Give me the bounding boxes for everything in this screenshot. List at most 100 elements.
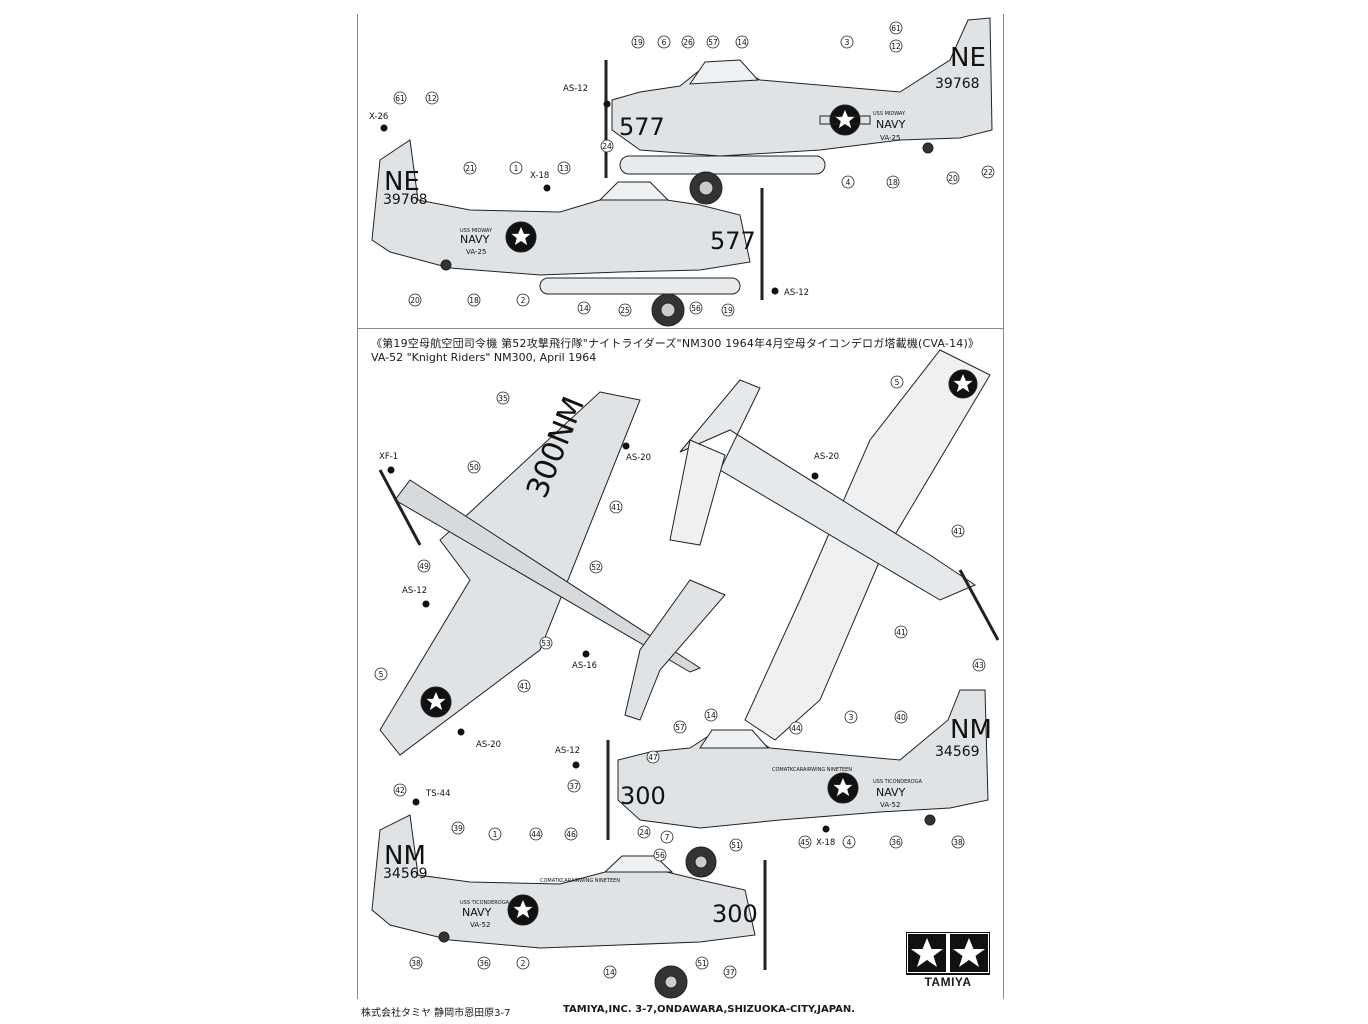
callout-ac1-4: 14 <box>737 38 747 47</box>
callout-ac4-0: 5 <box>895 378 900 387</box>
modex-300-a: 300 <box>620 782 666 810</box>
callout-ac1-11: 20 <box>948 174 958 183</box>
aircraft-profile-nm300-left <box>371 814 767 999</box>
brand-name: TAMIYA <box>924 975 972 989</box>
callout-ac6-8: 2 <box>521 959 526 968</box>
callout-ac1-0: 19 <box>633 38 643 47</box>
callout-ac3-3: 52 <box>591 563 601 572</box>
callout-ac6-10: 51 <box>697 959 707 968</box>
ship-name-a: USS MIDWAY <box>873 111 906 117</box>
modex-577-b: 577 <box>710 227 756 255</box>
modex-577-a: 577 <box>619 113 665 141</box>
callout-ac2-11: 56 <box>691 304 701 313</box>
callout-ac2-9: 14 <box>579 304 589 313</box>
callout-ac5-6: 47 <box>648 753 658 762</box>
navy-text-b: NAVY <box>460 233 490 246</box>
modex-300-b: 300 <box>712 900 758 928</box>
ref-as20-a: AS-20 <box>626 453 651 463</box>
callout-ac1-9: 4 <box>846 178 851 187</box>
callout-ac1-10: 18 <box>888 178 898 187</box>
ref-as20-b: AS-20 <box>814 452 839 462</box>
tail-code-nm-b: NM <box>384 841 426 871</box>
callout-ac5-11: 45 <box>800 838 810 847</box>
left-border <box>357 14 358 999</box>
ref-x18-b: X-18 <box>816 838 835 848</box>
navy-text-d: NAVY <box>462 906 492 919</box>
callout-ac1-12: 22 <box>983 168 993 177</box>
callout-ac2-0: 61 <box>395 94 405 103</box>
callout-ac1-2: 26 <box>683 38 693 47</box>
ref-as12-b: AS-12 <box>784 288 809 298</box>
callout-ac5-7: 37 <box>569 782 579 791</box>
callout-ac3-2: 41 <box>611 503 621 512</box>
tail-code-nm-a: NM <box>950 715 992 745</box>
right-border <box>1003 14 1004 999</box>
cag-text-a: COMATKCARAIRWING NINETEEN <box>772 767 852 773</box>
section-divider <box>357 328 1003 329</box>
callout-ac2-2: 21 <box>465 164 475 173</box>
callout-ac5-3: 44 <box>791 724 801 733</box>
callout-ac6-6: 38 <box>411 959 421 968</box>
callout-ac1-5: 3 <box>845 38 850 47</box>
callout-ac1-8: 24 <box>602 142 612 151</box>
ref-xf1: XF-1 <box>379 452 398 462</box>
serial-39768-a: 39768 <box>935 76 980 92</box>
callout-ac6-9: 14 <box>605 968 615 977</box>
callout-ac3-7: 41 <box>519 682 529 691</box>
callout-ac2-1: 12 <box>427 94 437 103</box>
callout-ac6-1: 39 <box>453 824 463 833</box>
callout-ac5-14: 38 <box>953 838 963 847</box>
callout-ac5-10: 51 <box>731 841 741 850</box>
callout-ac3-4: 49 <box>419 562 429 571</box>
decal-refs: AS-12 X-26 X-18 AS-12 XF-1 AS-20 AS-20 A… <box>369 84 839 848</box>
tail-code-ne-a: NE <box>950 43 986 73</box>
squadron-va25-b: VA-25 <box>466 248 486 256</box>
callout-ac6-7: 36 <box>479 959 489 968</box>
squadron-va52-b: VA-52 <box>470 921 490 929</box>
callout-ac2-3: 1 <box>514 164 519 173</box>
squadron-va52-a: VA-52 <box>880 801 900 809</box>
cag-text-b: COMATKCARAIRWING NINETEEN <box>540 878 620 884</box>
callout-markers: 19 6 26 57 14 3 61 12 24 4 18 20 22 61 1… <box>374 21 995 979</box>
squadron-va25-a: VA-25 <box>880 134 900 142</box>
ref-x18-a: X-18 <box>530 171 549 181</box>
callout-ac6-2: 1 <box>493 830 498 839</box>
callout-ac5-1: 57 <box>675 723 685 732</box>
callout-ac2-7: 18 <box>469 296 479 305</box>
ref-as20-c: AS-20 <box>476 740 501 750</box>
callout-ac6-5: 56 <box>655 851 665 860</box>
footer-address-jp: 株式会社タミヤ 静岡市恩田原3-7 <box>361 1008 511 1019</box>
section-title-jp: 《第19空母航空団司令機 第52攻撃飛行隊"ナイトライダーズ"NM300 196… <box>371 337 980 350</box>
callout-ac1-7: 12 <box>891 42 901 51</box>
callout-ac6-4: 46 <box>566 830 576 839</box>
ref-as16: AS-16 <box>572 661 597 671</box>
callout-ac5-12: 4 <box>847 838 852 847</box>
callout-ac6-0: 42 <box>395 786 405 795</box>
callout-ac4-1: 41 <box>953 527 963 536</box>
callout-ac5-2: 14 <box>706 711 716 720</box>
ref-as12-a: AS-12 <box>563 84 588 94</box>
callout-ac3-1: 50 <box>469 463 479 472</box>
ship-name-c: USS TICONDEROGA <box>873 779 923 785</box>
callout-ac5-9: 7 <box>665 833 670 842</box>
serial-39768-b: 39768 <box>383 192 428 208</box>
callout-ac1-1: 6 <box>662 38 667 47</box>
callout-ac5-13: 36 <box>891 838 901 847</box>
callout-ac1-6: 61 <box>891 24 901 33</box>
tail-code-ne-b: NE <box>384 167 420 197</box>
callout-ac5-5: 40 <box>896 713 906 722</box>
navy-text-c: NAVY <box>876 786 906 799</box>
callout-ac2-6: 20 <box>410 296 420 305</box>
aircraft-bottom-view <box>669 349 1000 741</box>
section-title-en: VA-52 "Knight Riders" NM300, April 1964 <box>371 351 597 364</box>
callout-ac2-8: 2 <box>521 296 526 305</box>
callout-ac2-12: 19 <box>723 306 733 315</box>
ref-as12-c: AS-12 <box>402 586 427 596</box>
serial-34569-b: 34569 <box>383 866 428 882</box>
ship-name-d: USS TICONDEROGA <box>460 900 510 906</box>
callout-ac5-4: 3 <box>849 713 854 722</box>
footer-address-en: TAMIYA,INC. 3-7,ONDAWARA,SHIZUOKA-CITY,J… <box>563 1004 856 1015</box>
callout-ac1-3: 57 <box>708 38 718 47</box>
